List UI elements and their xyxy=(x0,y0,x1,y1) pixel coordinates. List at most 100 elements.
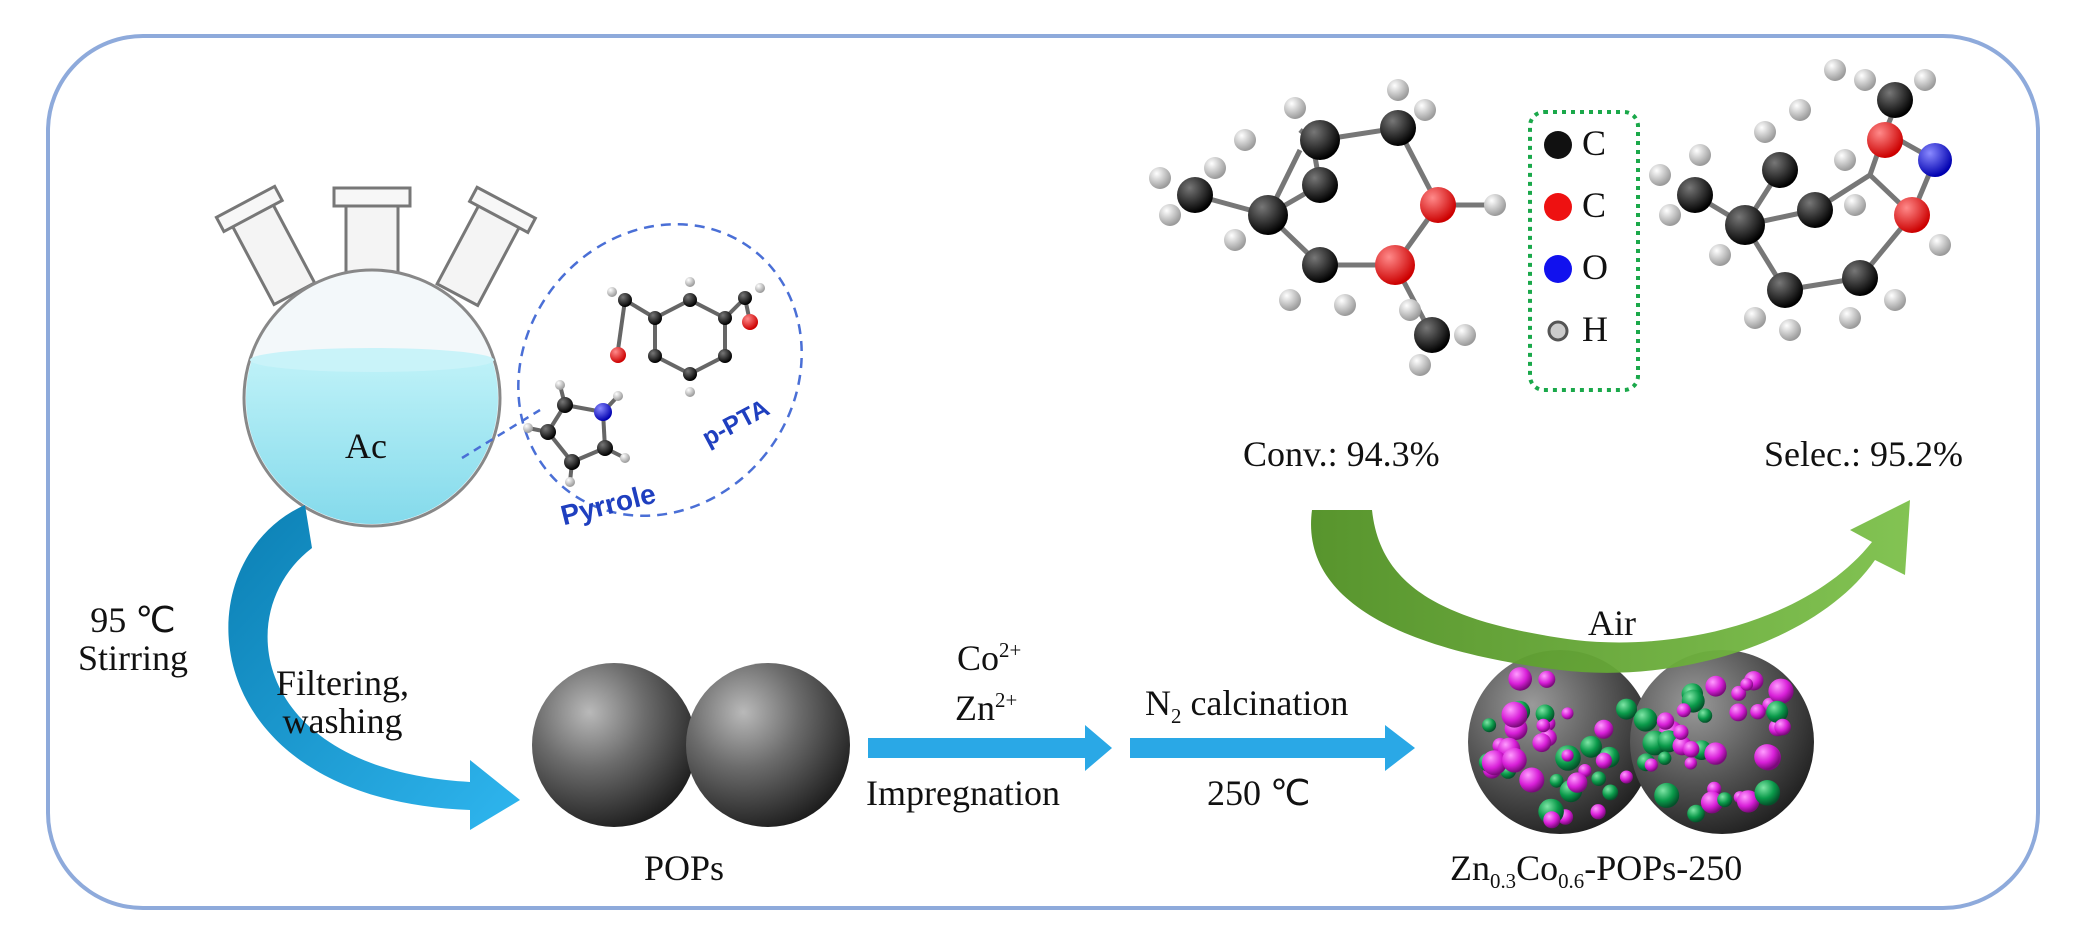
cobalt-particle xyxy=(1561,749,1574,762)
flask-solvent-label: Ac xyxy=(345,426,387,466)
catalyst-spheres xyxy=(1468,650,1814,834)
cobalt-particle xyxy=(1501,701,1528,728)
stirring-step-text: Stirring xyxy=(78,637,189,678)
outer-frame xyxy=(46,34,2040,910)
cobalt-particle xyxy=(1768,678,1794,704)
cobalt-ion-label: Co2+ xyxy=(957,638,1022,678)
cobalt-particle xyxy=(1754,744,1780,770)
cobalt-particle xyxy=(1673,724,1689,740)
legend-dot-0 xyxy=(1544,131,1572,159)
zinc-particle xyxy=(1591,771,1606,786)
zinc-particle xyxy=(1697,708,1713,723)
cobalt-particle xyxy=(1731,685,1747,701)
temp-step-text: 95 ℃ xyxy=(90,600,176,640)
impregnation-arrow xyxy=(868,725,1112,771)
zinc-particle xyxy=(1766,700,1789,723)
legend-dot-2 xyxy=(1544,255,1572,283)
cobalt-particle xyxy=(1536,718,1551,733)
calcination-text: calcination xyxy=(1181,683,1349,723)
washing-text: washing xyxy=(282,700,403,741)
calcination-temperature-label: 250 ℃ xyxy=(1207,773,1311,813)
zinc-particle xyxy=(1549,773,1564,788)
catalyst-co: Co xyxy=(1516,848,1559,888)
zinc-particle xyxy=(1616,698,1637,720)
pops-label: POPs xyxy=(644,848,725,888)
cobalt-particle xyxy=(1676,703,1691,718)
cobalt-particle xyxy=(1481,750,1507,776)
catalyst-zn-sub: 0.3 xyxy=(1490,869,1517,894)
callout-line xyxy=(461,408,541,460)
zn-charge: 2+ xyxy=(995,688,1018,712)
legend-label-1: C xyxy=(1582,185,1607,225)
cobalt-particle xyxy=(1729,703,1748,722)
cobalt-particle xyxy=(1684,757,1698,770)
impregnation-label: Impregnation xyxy=(866,773,1060,813)
catalyst-co-sub: 0.6 xyxy=(1558,869,1585,894)
cobalt-particle xyxy=(1683,741,1700,758)
zinc-particle xyxy=(1717,792,1733,808)
selectivity-label: Selec.: 95.2% xyxy=(1764,434,1963,474)
legend-label-2: O xyxy=(1582,247,1608,287)
co-charge: 2+ xyxy=(999,638,1022,662)
n2-subscript: 2 xyxy=(1171,704,1182,729)
pops-sphere-left xyxy=(532,663,696,827)
cobalt-particle xyxy=(1538,670,1556,688)
zinc-particle xyxy=(1658,751,1672,765)
cobalt-particle xyxy=(1704,742,1727,765)
cobalt-particle xyxy=(1750,704,1766,720)
legend-dot-1 xyxy=(1544,193,1572,221)
legend-label-0: C xyxy=(1582,123,1607,163)
zn-text: Zn xyxy=(955,688,995,728)
cobalt-particle xyxy=(1508,667,1532,691)
cobalt-particle xyxy=(1594,719,1614,739)
legend-label-3: H xyxy=(1582,309,1608,349)
zinc-particle xyxy=(1535,704,1555,724)
zinc-particle xyxy=(1654,782,1680,808)
cobalt-particle xyxy=(1740,678,1754,691)
legend-dot-3 xyxy=(1547,320,1569,342)
catalyst-label: Zn0.3Co0.6-POPs-250 xyxy=(1450,848,1743,894)
calcination-arrow xyxy=(1130,725,1415,771)
cobalt-particle xyxy=(1519,767,1545,793)
cobalt-particle xyxy=(1700,791,1723,814)
cobalt-particle xyxy=(1567,772,1588,793)
air-label: Air xyxy=(1588,603,1636,643)
cobalt-particle xyxy=(1656,712,1675,730)
cobalt-particle xyxy=(1619,770,1633,784)
three-neck-flask xyxy=(214,184,538,528)
reactant-molecule xyxy=(1149,79,1506,376)
pops-sphere-right xyxy=(686,663,850,827)
cobalt-particle xyxy=(1774,718,1791,736)
cobalt-particle xyxy=(1590,804,1606,820)
atom-legend-box xyxy=(1528,110,1640,392)
filtering-text: Filtering, xyxy=(276,663,409,703)
conversion-label: Conv.: 94.3% xyxy=(1243,434,1440,474)
synthesis-curve-arrow xyxy=(228,505,521,830)
filtering-step-label: Filtering, washing xyxy=(276,663,409,741)
zinc-particle xyxy=(1602,784,1619,801)
calcination-label: N2 calcination xyxy=(1145,683,1349,729)
temperature-step-label: 95 ℃ Stirring xyxy=(78,600,189,678)
zinc-particle xyxy=(1687,804,1705,823)
catalyst-zn: Zn xyxy=(1450,848,1490,888)
product-molecule xyxy=(1649,59,1952,341)
zinc-particle xyxy=(1633,708,1658,732)
cobalt-particle xyxy=(1737,790,1760,813)
zinc-particle xyxy=(1754,780,1781,806)
cobalt-particle xyxy=(1502,747,1527,773)
cobalt-particle xyxy=(1644,758,1658,772)
monomer-callout xyxy=(517,222,803,518)
cobalt-particle xyxy=(1595,752,1612,769)
cobalt-particle xyxy=(1705,675,1727,697)
n2-text: N xyxy=(1145,683,1171,723)
cobalt-particle xyxy=(1532,733,1552,753)
reaction-arrow xyxy=(1311,500,1910,673)
cobalt-particle xyxy=(1543,811,1561,829)
co-text: Co xyxy=(957,638,1000,678)
catalyst-suffix: -POPs-250 xyxy=(1584,848,1743,888)
zinc-particle xyxy=(1482,718,1497,733)
zinc-ion-label: Zn2+ xyxy=(955,688,1018,728)
zinc-particle xyxy=(1580,735,1602,758)
p-pta-molecule xyxy=(616,296,752,376)
